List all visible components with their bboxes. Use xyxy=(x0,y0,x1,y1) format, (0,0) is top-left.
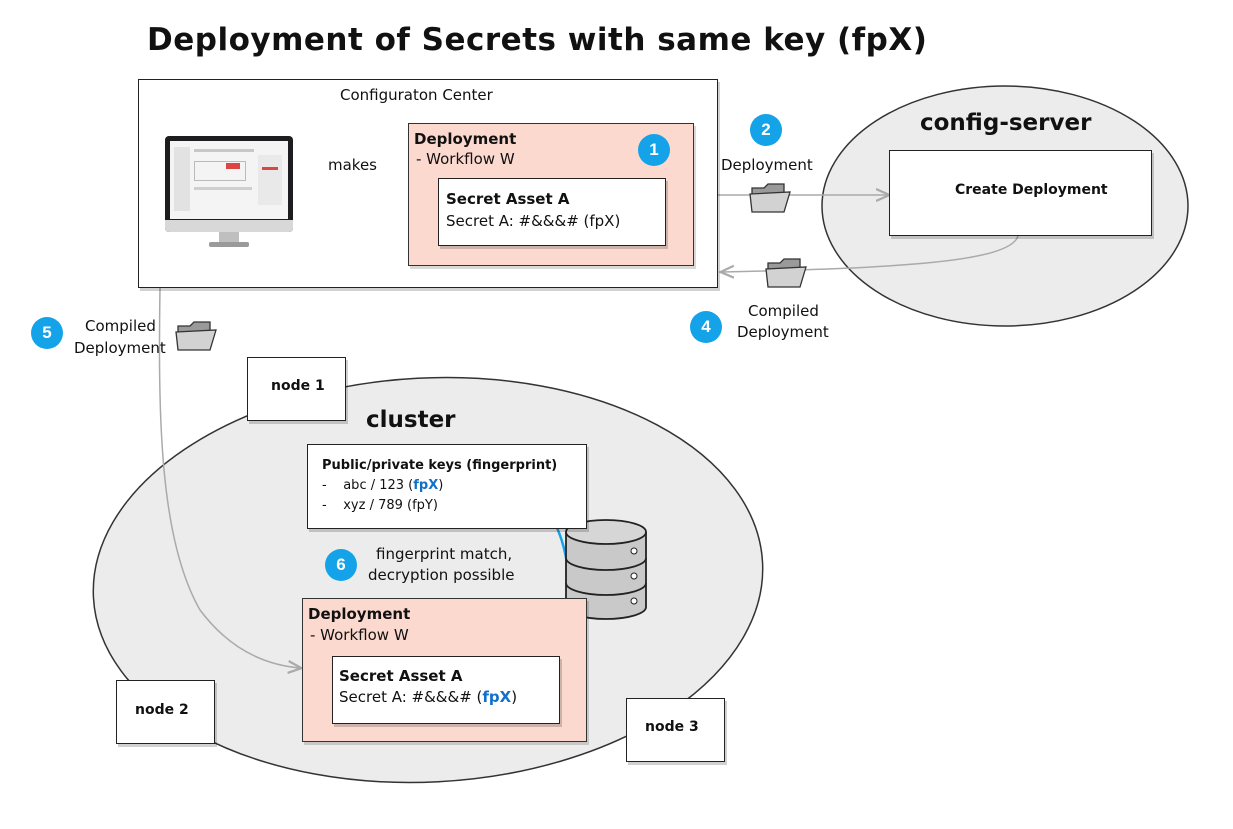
cluster-secret-fingerprint: fpX xyxy=(482,688,512,706)
deployment-flow-label: Deployment xyxy=(721,156,813,174)
deployment-title: Deployment xyxy=(414,130,517,148)
keys-box xyxy=(307,444,587,529)
node-1-box xyxy=(247,357,346,421)
step-badge-1: 1 xyxy=(638,134,670,166)
cluster-secret-asset-box xyxy=(332,656,560,724)
cluster-ellipse xyxy=(92,376,764,784)
keys-row-1-prefix: - abc / 123 ( xyxy=(322,478,414,493)
match-line-2: decryption possible xyxy=(368,566,515,584)
cluster-deployment-workflow: - Workflow W xyxy=(310,626,409,644)
cluster-deployment-title: Deployment xyxy=(308,605,411,623)
keys-row-1: - abc / 123 (fpX) xyxy=(322,478,443,493)
config-server-label: config-server xyxy=(920,110,1092,136)
cluster-secret-suffix: ) xyxy=(511,688,518,706)
compiled-deployment-arrow xyxy=(158,287,300,668)
compiled5-label-line1: Compiled xyxy=(85,317,156,335)
step-badge-4: 4 xyxy=(690,311,722,343)
cluster-label: cluster xyxy=(366,407,456,433)
secret-asset-box xyxy=(438,178,666,246)
keys-title: Public/private keys (fingerprint) xyxy=(322,458,558,473)
node-3-label: node 3 xyxy=(645,719,699,735)
secret-asset-title: Secret Asset A xyxy=(446,190,570,208)
keys-row-2: - xyz / 789 (fpY) xyxy=(322,498,438,513)
cluster-secret-asset-value: Secret A: #&&&# (fpX) xyxy=(339,688,517,706)
node-2-box xyxy=(116,680,215,744)
compiled5-label-line2: Deployment xyxy=(74,339,166,357)
node-1-label: node 1 xyxy=(271,378,325,394)
step-badge-6: 6 xyxy=(325,549,357,581)
create-deployment-box xyxy=(889,150,1152,236)
secret-asset-value: Secret A: #&&&# (fpX) xyxy=(446,212,621,230)
cluster-secret-asset-title: Secret Asset A xyxy=(339,667,463,685)
database-icon xyxy=(565,519,647,620)
keys-row-1-fingerprint: fpX xyxy=(413,478,439,493)
node-2-label: node 2 xyxy=(135,702,189,718)
compiled-flow-label-line1: Compiled xyxy=(748,302,819,320)
cluster-secret-prefix: Secret A: #&&&# ( xyxy=(339,688,483,706)
compiled-flow-label-line2: Deployment xyxy=(737,323,829,341)
keys-row-1-suffix: ) xyxy=(438,478,444,493)
create-deployment-label: Create Deployment xyxy=(955,182,1108,198)
match-line-1: fingerprint match, xyxy=(376,545,513,563)
monitor-icon xyxy=(165,136,295,251)
folder-icon-compiled-5 xyxy=(175,321,217,351)
page-title: Deployment of Secrets with same key (fpX… xyxy=(147,22,928,58)
makes-label: makes xyxy=(328,156,377,174)
folder-icon-deployment xyxy=(749,183,791,213)
folder-icon-compiled xyxy=(765,258,807,288)
deployment-workflow: - Workflow W xyxy=(416,150,515,168)
node-3-box xyxy=(626,698,725,762)
configuration-center-label: Configuraton Center xyxy=(340,86,493,104)
step-badge-2: 2 xyxy=(750,114,782,146)
step-badge-5: 5 xyxy=(31,317,63,349)
